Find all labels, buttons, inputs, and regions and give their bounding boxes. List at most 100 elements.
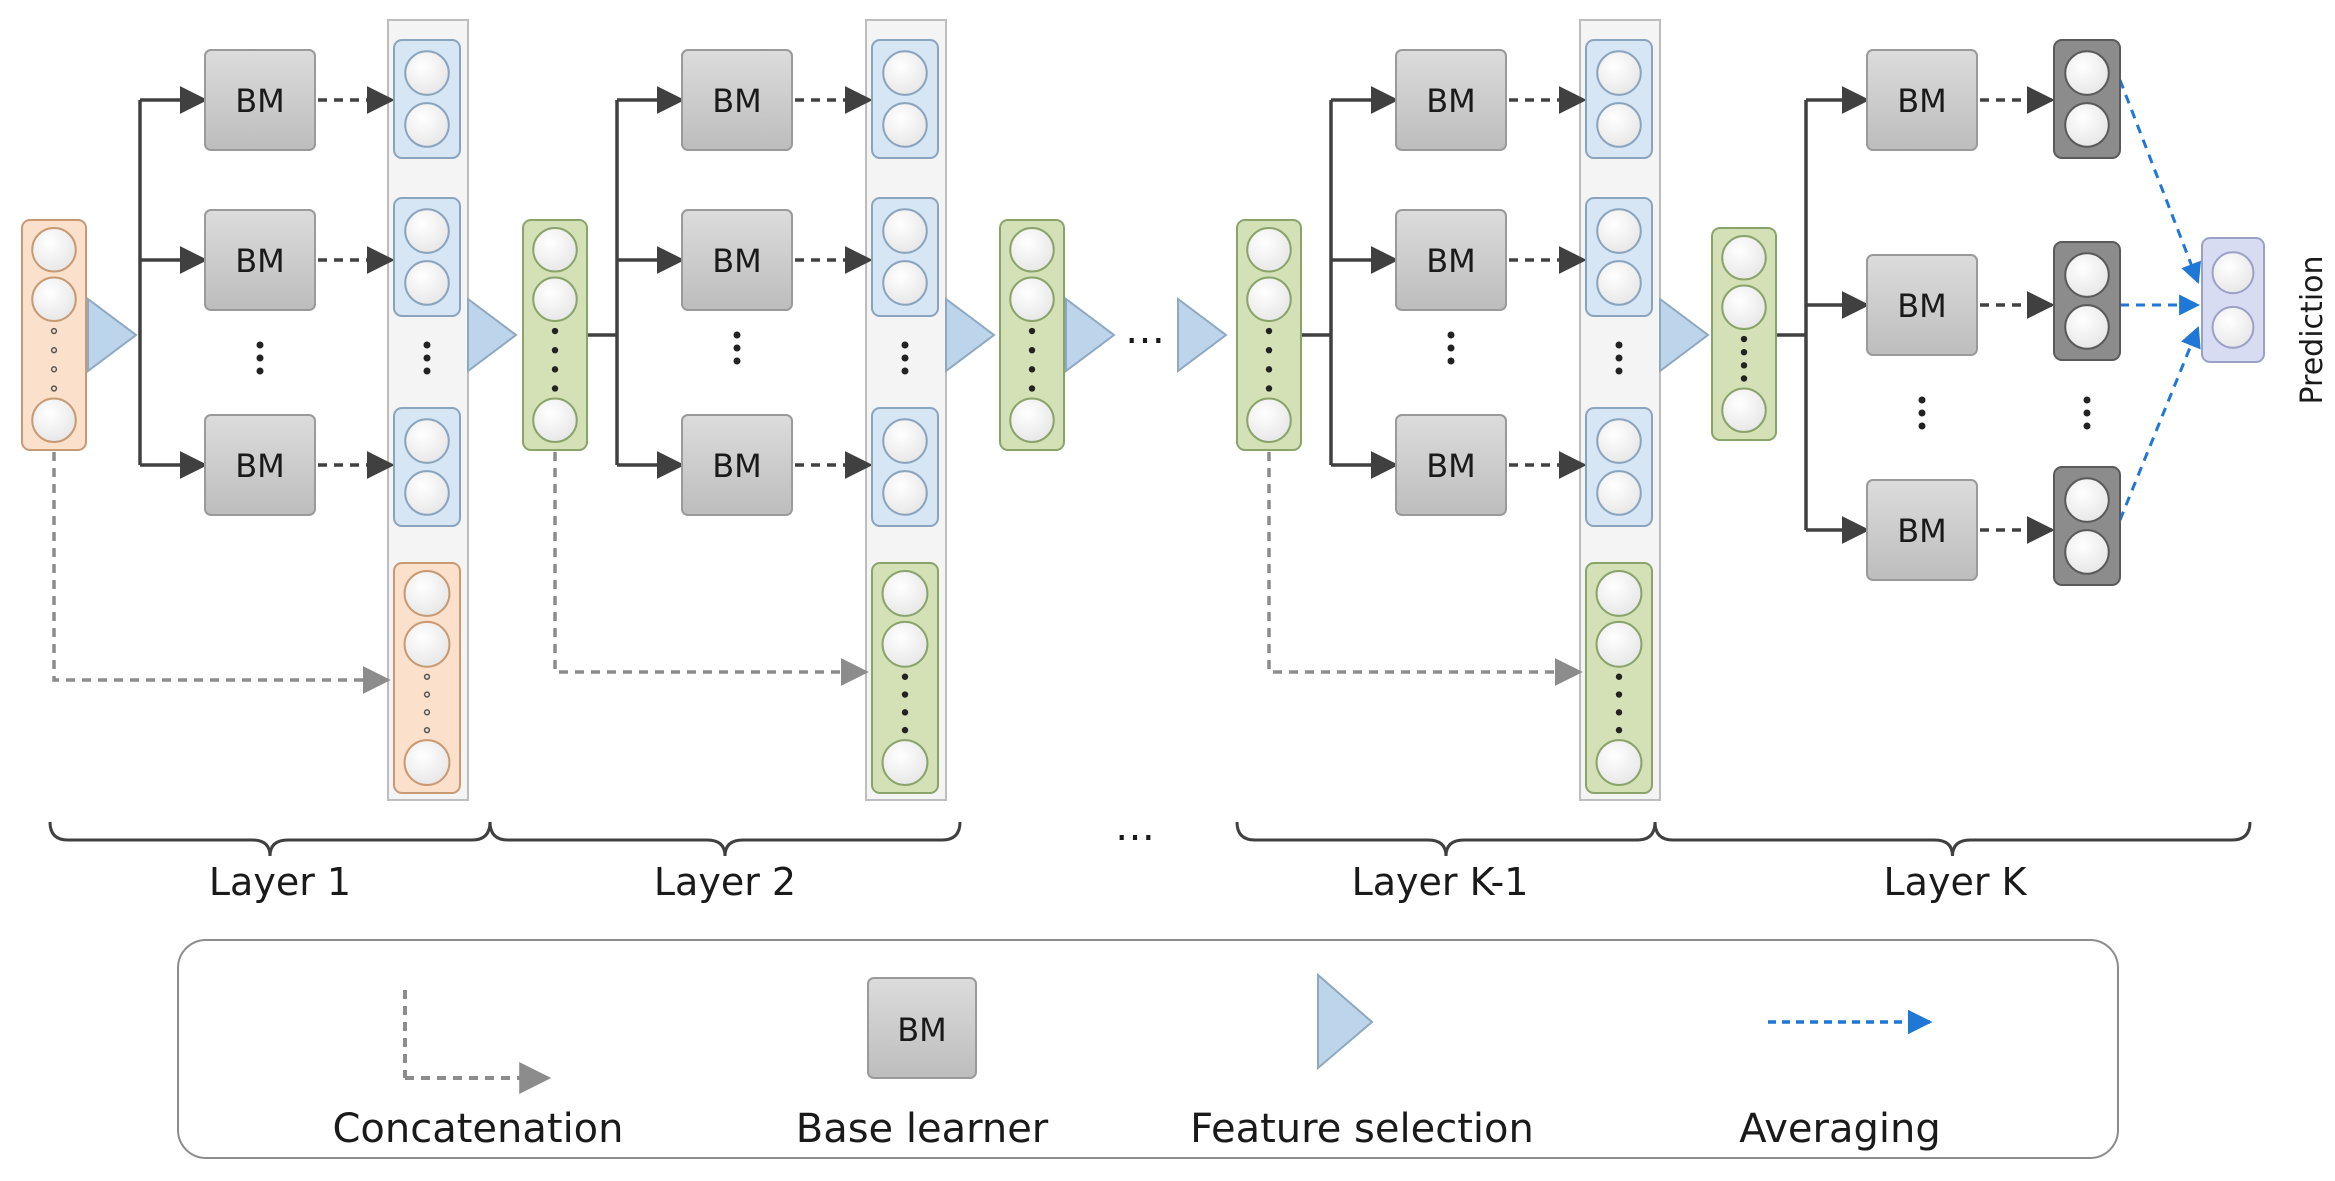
feature-selection-intermediate bbox=[1065, 297, 1116, 373]
feature-selection-lk1 bbox=[1659, 297, 1710, 373]
node-ellipsis-dot bbox=[50, 385, 58, 392]
averaging-arrow-1 bbox=[2118, 79, 2201, 284]
node-circle bbox=[881, 739, 929, 786]
feature-selection-triangles bbox=[87, 297, 1710, 373]
lk-input-vector bbox=[1711, 227, 1777, 441]
l1-out-ellipsis bbox=[423, 367, 431, 375]
node-circle bbox=[403, 620, 451, 668]
l1-bm-2 bbox=[204, 209, 316, 311]
l2-bm-ellipsis bbox=[733, 331, 741, 339]
node-ellipsis-dot bbox=[423, 726, 431, 734]
node-ellipsis-dot bbox=[551, 346, 559, 354]
node-ellipsis-dot bbox=[901, 709, 909, 716]
layer-1-label: Layer 1 bbox=[209, 860, 351, 904]
l1-bm-3 bbox=[204, 414, 316, 516]
node-circle bbox=[532, 397, 578, 443]
l2-bm-1 bbox=[681, 49, 793, 151]
node-circle bbox=[1596, 418, 1642, 464]
averaging-arrow-3 bbox=[2118, 326, 2201, 521]
l1-bm-ellipsis bbox=[256, 354, 264, 362]
prediction-label: Prediction bbox=[2295, 255, 2330, 404]
lk-out-ellipsis bbox=[2083, 396, 2091, 404]
middle-ellipsis: … bbox=[1125, 307, 1165, 353]
l1-bm-1 bbox=[204, 49, 316, 151]
lk-bm-3 bbox=[1866, 479, 1978, 581]
node-circle bbox=[2064, 529, 2110, 575]
bm-label: BM bbox=[1426, 447, 1476, 485]
legend-feature-selection-symbol bbox=[1317, 972, 1374, 1071]
lk1-out-ellipsis bbox=[1615, 341, 1623, 349]
legend-base-learner-label: Base learner bbox=[796, 1106, 1049, 1152]
l1-bm-ellipsis bbox=[256, 367, 264, 375]
node-circle bbox=[1595, 570, 1643, 617]
node-ellipsis-dot bbox=[1265, 346, 1273, 354]
bm-label: BM bbox=[712, 242, 762, 280]
node-circle bbox=[532, 276, 578, 323]
node-ellipsis-dot bbox=[1265, 385, 1273, 392]
lk-bm-ellipsis bbox=[1918, 396, 1926, 404]
bm-label: BM bbox=[712, 447, 762, 485]
node-ellipsis-dot bbox=[423, 709, 431, 716]
layer-2-label: Layer 2 bbox=[654, 860, 796, 904]
node-ellipsis-dot bbox=[1615, 691, 1623, 698]
node-circle bbox=[404, 102, 450, 148]
lk-bm-2 bbox=[1866, 254, 1978, 356]
node-circle bbox=[1246, 276, 1292, 323]
node-circle bbox=[2064, 50, 2110, 96]
l2-bm-ellipsis bbox=[733, 357, 741, 365]
node-circle bbox=[882, 102, 928, 148]
node-circle bbox=[1596, 470, 1642, 516]
node-ellipsis-dot bbox=[1028, 346, 1036, 354]
node-circle bbox=[404, 418, 450, 464]
node-ellipsis-dot bbox=[1265, 366, 1273, 373]
legend-base-learner-symbol: BM bbox=[867, 977, 977, 1079]
node-ellipsis-dot bbox=[423, 673, 431, 680]
input-vector bbox=[21, 219, 87, 451]
lk-bm-1 bbox=[1866, 49, 1978, 151]
node-circle bbox=[882, 418, 928, 464]
node-ellipsis-dot bbox=[423, 691, 431, 698]
l1-concat-vector bbox=[393, 562, 461, 794]
node-circle bbox=[1596, 50, 1642, 96]
layer-k-1-label: Layer K-1 bbox=[1352, 860, 1529, 904]
node-circle bbox=[403, 570, 451, 617]
bm-label: BM bbox=[1426, 242, 1476, 280]
node-circle bbox=[31, 397, 77, 443]
legend-bm-text: BM bbox=[897, 1011, 947, 1049]
lk1-out-ellipsis bbox=[1615, 354, 1623, 362]
node-circle bbox=[1721, 235, 1767, 281]
lk1-input-vector bbox=[1236, 219, 1302, 451]
node-circle bbox=[881, 570, 929, 617]
node-ellipsis-dot bbox=[1740, 348, 1748, 356]
intermediate-vector bbox=[999, 219, 1065, 451]
node-circle bbox=[403, 739, 451, 786]
node-circle bbox=[31, 276, 77, 323]
lk1-bm-ellipsis bbox=[1447, 344, 1455, 352]
node-ellipsis-dot bbox=[901, 726, 909, 734]
node-circle bbox=[1246, 397, 1292, 443]
node-circle bbox=[1595, 620, 1643, 668]
node-ellipsis-dot bbox=[1615, 726, 1623, 734]
legend-box bbox=[177, 939, 2119, 1159]
l1-bm-ellipsis bbox=[256, 341, 264, 349]
lk-out-ellipsis bbox=[2083, 409, 2091, 417]
node-circle bbox=[2211, 251, 2255, 295]
node-ellipsis-dot bbox=[551, 366, 559, 373]
l2-out-ellipsis bbox=[901, 367, 909, 375]
node-ellipsis-dot bbox=[50, 347, 58, 354]
node-circle bbox=[1246, 227, 1292, 273]
lk1-bm-ellipsis bbox=[1447, 357, 1455, 365]
layer-2-brace bbox=[488, 821, 962, 857]
node-circle bbox=[1009, 227, 1055, 273]
feature-selection-l2 bbox=[945, 297, 996, 373]
node-ellipsis-dot bbox=[1615, 709, 1623, 716]
layer-1-brace bbox=[48, 821, 492, 857]
node-circle bbox=[1721, 284, 1767, 331]
node-circle bbox=[2064, 304, 2110, 350]
lk1-bm-3 bbox=[1395, 414, 1507, 516]
node-circle bbox=[404, 260, 450, 306]
bm-label: BM bbox=[235, 82, 285, 120]
l1-concat-line bbox=[52, 452, 391, 694]
